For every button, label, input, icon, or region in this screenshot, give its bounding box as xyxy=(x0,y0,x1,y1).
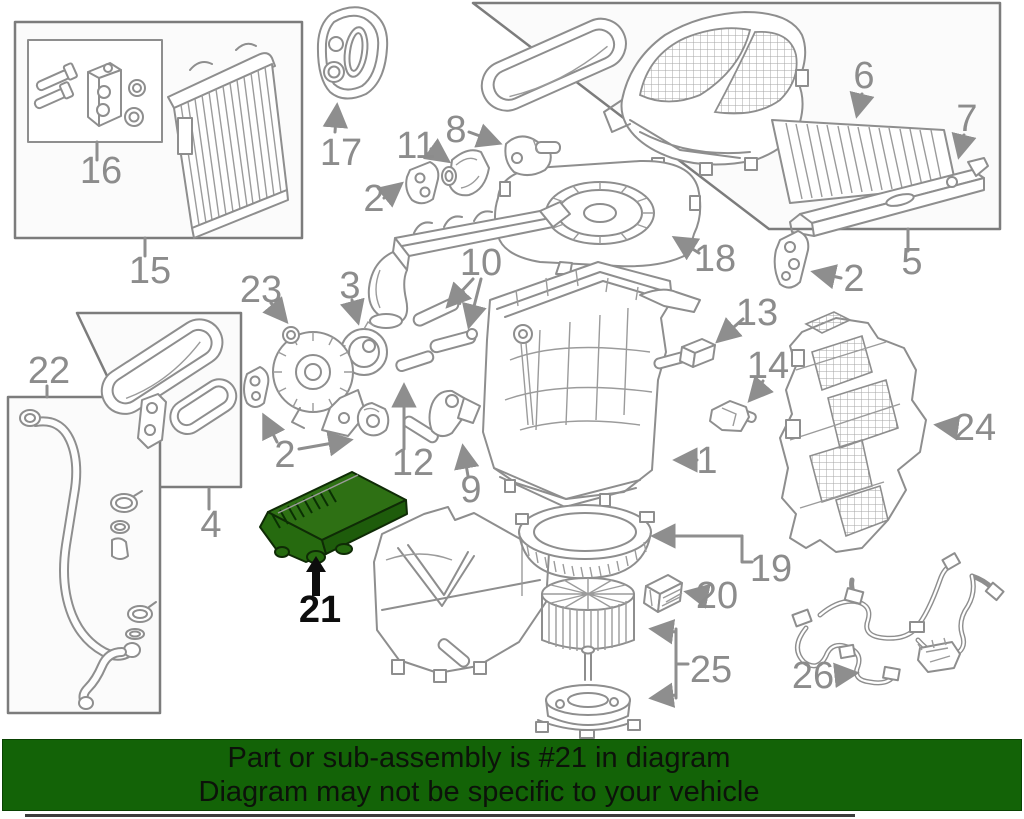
part-21-heater-core-highlighted xyxy=(259,471,408,564)
part-10-pins xyxy=(412,291,478,354)
part-2-clip xyxy=(356,402,390,437)
banner-line-2: Diagram may not be specific to your vehi… xyxy=(198,776,760,808)
callout-15: 15 xyxy=(129,250,171,292)
callout-24: 24 xyxy=(954,407,996,449)
box-part-22 xyxy=(6,395,162,715)
part-7-filter-rail xyxy=(789,157,989,237)
part-15-evaporator-core xyxy=(167,42,289,239)
highlight-arrow xyxy=(306,556,326,596)
part-inlet-seal xyxy=(480,17,627,112)
bottom-banner: Part or sub-assembly is #21 in diagram D… xyxy=(2,739,1022,811)
callout-2-right: 2 xyxy=(843,258,864,300)
callout-3: 3 xyxy=(339,265,360,307)
part-26-harness xyxy=(791,552,1005,686)
callout-22: 22 xyxy=(28,350,70,392)
callout-leaders xyxy=(45,90,977,708)
callout-9: 9 xyxy=(460,469,481,511)
callout-12: 12 xyxy=(392,442,434,484)
exploded-parts-diagram: 16 15 17 2 11 8 6 7 5 18 2 23 3 10 12 9 … xyxy=(6,1,1005,739)
callout-25: 25 xyxy=(690,649,732,691)
banner-line-1: Part or sub-assembly is #21 in diagram xyxy=(227,742,731,774)
callout-16: 16 xyxy=(80,150,122,192)
part-16-expansion-valve xyxy=(33,62,146,127)
part-19-ring-housing xyxy=(515,504,655,580)
callout-14: 14 xyxy=(747,345,789,387)
callout-20: 20 xyxy=(696,575,738,617)
part-12-pin xyxy=(395,350,435,373)
callout-2-midleft: 2 xyxy=(274,434,295,476)
callout-26: 26 xyxy=(792,655,834,697)
callout-18: 18 xyxy=(694,238,736,280)
callout-10: 10 xyxy=(460,242,502,284)
part-22-hoses xyxy=(19,409,157,710)
part-14-clip xyxy=(709,400,757,432)
part-9-lever xyxy=(402,389,481,444)
part-18-intake-housing xyxy=(494,159,702,275)
bottom-divider-line xyxy=(25,814,855,817)
callout-labels: 16 15 17 2 11 8 6 7 5 18 2 23 3 10 12 9 … xyxy=(28,55,996,697)
part-air-inlet-case xyxy=(603,11,809,176)
part-20-resistor xyxy=(643,574,683,613)
callout-8: 8 xyxy=(445,109,466,151)
part-25-blower-motor xyxy=(535,645,641,739)
callout-5: 5 xyxy=(901,241,922,283)
callout-2-top: 2 xyxy=(363,178,384,220)
callout-23: 23 xyxy=(240,269,282,311)
callout-11: 11 xyxy=(396,125,435,167)
part-2-bracket-midleft xyxy=(243,366,270,408)
part-upper-duct xyxy=(367,201,571,329)
callout-21-highlighted: 21 xyxy=(299,589,341,631)
part-2-bracket-top xyxy=(405,161,440,205)
part-23-actuator xyxy=(272,326,367,437)
callout-19: 19 xyxy=(750,548,792,590)
part-11-bracket xyxy=(441,149,490,197)
part-4-seals xyxy=(100,318,238,449)
callout-7: 7 xyxy=(956,98,977,140)
callout-13: 13 xyxy=(736,292,778,334)
part-17-gasket xyxy=(316,6,389,100)
callout-6: 6 xyxy=(853,55,874,97)
callout-1: 1 xyxy=(696,440,717,482)
part-25-blower-wheel xyxy=(541,577,635,652)
part-19-lower-case xyxy=(373,506,550,683)
part-1-hvac-case xyxy=(482,261,701,508)
part-13-connector xyxy=(653,338,716,370)
part-24-duct xyxy=(779,311,927,553)
part-8-actuator xyxy=(504,135,561,176)
part-2-bracket-right xyxy=(773,230,810,289)
callout-17: 17 xyxy=(320,132,362,174)
callout-4: 4 xyxy=(200,504,221,546)
